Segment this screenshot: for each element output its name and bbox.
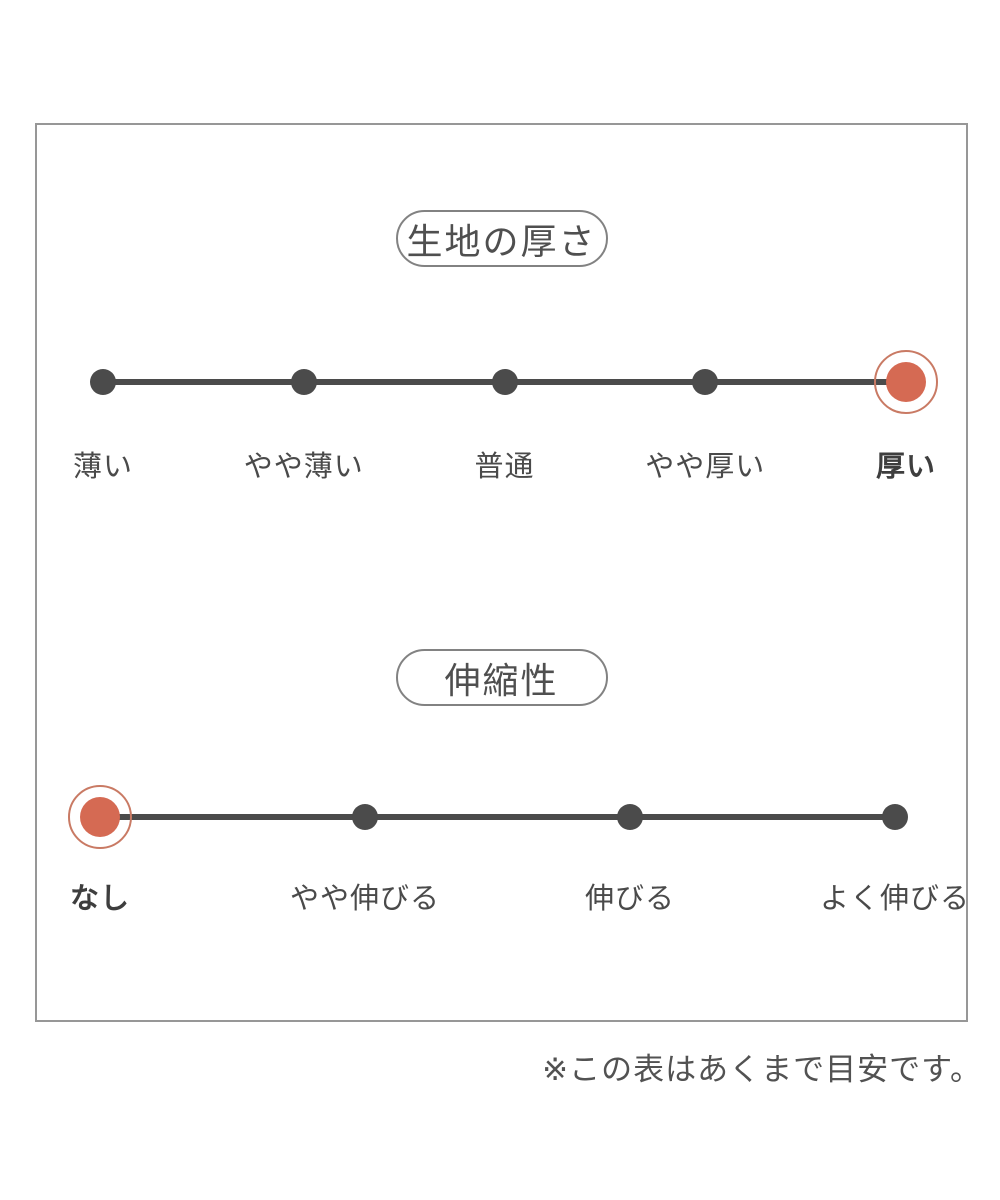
- scale-label: よく伸びる: [819, 883, 971, 915]
- scale-label: 薄い: [72, 451, 134, 483]
- scale-dot: [352, 804, 378, 830]
- scale-label: 厚い: [875, 451, 937, 483]
- selected-ring: [68, 785, 132, 849]
- scale-track-line: [100, 814, 895, 820]
- scale-dot-selected: [80, 797, 120, 837]
- footnote: ※この表はあくまで目安です。: [542, 1052, 982, 1087]
- scale-dot-selected: [886, 362, 926, 402]
- scale-label: 伸びる: [584, 883, 676, 915]
- chart-frame: 生地の厚さ薄い やや薄い 普通 やや厚い 厚い伸縮性なし やや伸びる 伸びる よく伸びる: [35, 123, 971, 1022]
- scale-title-pill: 伸縮性: [395, 649, 608, 706]
- selected-ring: [874, 350, 938, 414]
- scale-dot: [692, 369, 719, 395]
- scale-label: やや伸びる: [289, 883, 441, 915]
- scale-dot: [90, 369, 116, 395]
- scale-dot: [882, 804, 908, 830]
- scale-title-pill: 生地の厚さ: [395, 210, 608, 267]
- scale-label: なし: [69, 883, 131, 915]
- scale-dot: [491, 369, 518, 395]
- scale-label: やや薄い: [243, 451, 364, 483]
- scale-dot: [290, 369, 317, 395]
- scale-dot: [617, 804, 643, 830]
- scale-label: やや厚い: [645, 451, 766, 483]
- scale-label: 普通: [474, 451, 535, 483]
